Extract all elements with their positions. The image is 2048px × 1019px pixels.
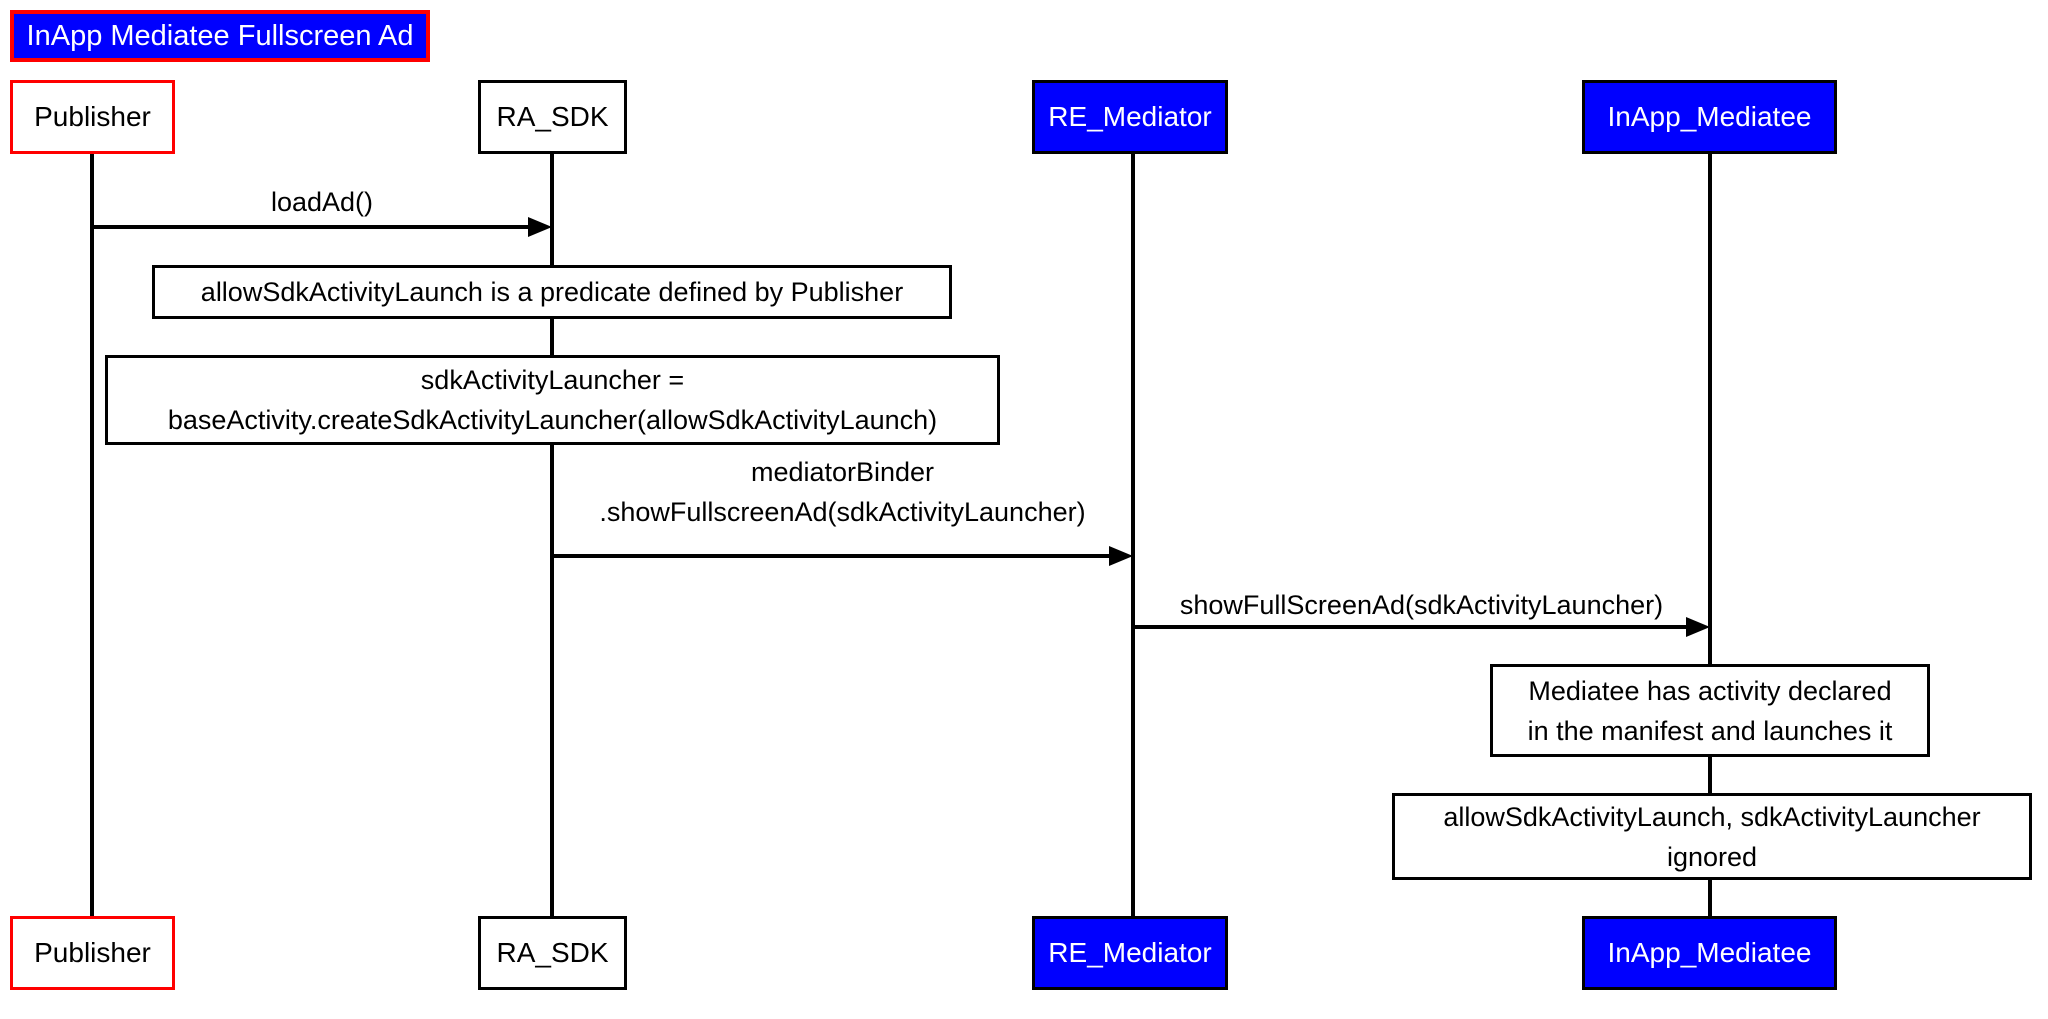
lifeline-publisher: [90, 154, 94, 916]
message-arrowhead-loadad: [528, 217, 552, 237]
note-launcher-ignored-line2: ignored: [1666, 841, 1758, 872]
note-manifest-activity-line1: Mediatee has activity declared: [1528, 675, 1892, 706]
message-line-loadad: [92, 225, 530, 229]
lifeline-re-mediator: [1131, 154, 1135, 916]
diagram-title: InApp Mediatee Fullscreen Ad: [10, 10, 430, 62]
participant-re-mediator-top: RE_Mediator: [1032, 80, 1228, 154]
participant-ra-sdk-top: RA_SDK: [478, 80, 627, 154]
message-arrowhead-showfullscreenad-mediatee: [1686, 617, 1710, 637]
note-launcher-ignored: allowSdkActivityLaunch, sdkActivityLaunc…: [1392, 793, 2032, 880]
lifeline-inapp-mediatee: [1708, 154, 1712, 916]
message-label-showfullscreenad: showFullScreenAd(sdkActivityLauncher): [1179, 590, 1664, 620]
note-launcher-ignored-line1: allowSdkActivityLaunch, sdkActivityLaunc…: [1443, 801, 1981, 832]
note-predicate: allowSdkActivityLaunch is a predicate de…: [152, 265, 952, 319]
message-label-loadad: loadAd(): [270, 187, 374, 217]
message-line-showfullscreenad-mediatee: [1133, 625, 1688, 629]
participant-re-mediator-bottom: RE_Mediator: [1032, 916, 1228, 990]
note-create-launcher-line1: sdkActivityLauncher =: [420, 365, 685, 395]
note-create-launcher-line2: baseActivity.createSdkActivityLauncher(a…: [167, 405, 938, 435]
note-create-launcher: sdkActivityLauncher = baseActivity.creat…: [105, 355, 1000, 445]
message-label-mediatorbinder-line2: .showFullscreenAd(sdkActivityLauncher): [599, 497, 1086, 527]
participant-inapp-mediatee-top: InApp_Mediatee: [1582, 80, 1837, 154]
note-manifest-activity-line2: in the manifest and launches it: [1527, 715, 1893, 746]
message-line-showfullscreenad-mediator: [552, 554, 1111, 558]
message-label-mediatorbinder-line1: mediatorBinder: [750, 457, 935, 487]
participant-ra-sdk-bottom: RA_SDK: [478, 916, 627, 990]
participant-inapp-mediatee-bottom: InApp_Mediatee: [1582, 916, 1837, 990]
note-predicate-line: allowSdkActivityLaunch is a predicate de…: [200, 277, 904, 307]
message-arrowhead-showfullscreenad-mediator: [1109, 546, 1133, 566]
participant-publisher-bottom: Publisher: [10, 916, 175, 990]
note-manifest-activity: Mediatee has activity declared in the ma…: [1490, 664, 1930, 757]
lifeline-ra-sdk: [550, 154, 554, 916]
participant-publisher-top: Publisher: [10, 80, 175, 154]
message-label-mediatorbinder: mediatorBinder .showFullscreenAd(sdkActi…: [552, 452, 1133, 532]
